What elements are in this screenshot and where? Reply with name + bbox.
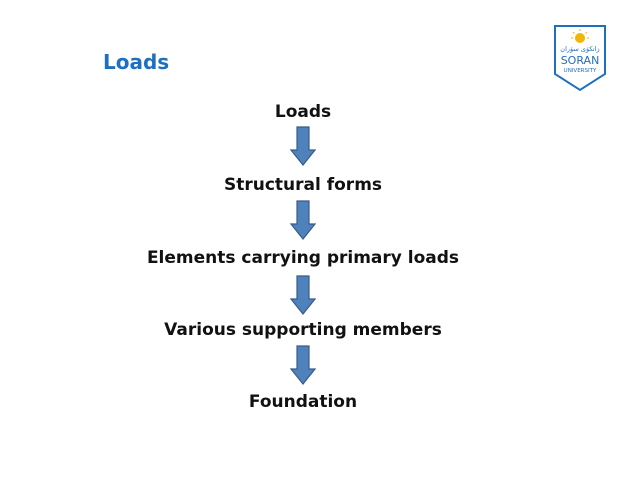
university-logo-icon: زانكۆی سۆران SORAN UNIVERSITY <box>554 25 606 92</box>
flow-step-loads: Loads <box>274 102 332 122</box>
flow-step-supporting-members: Various supporting members <box>164 320 442 340</box>
logo-line-3: UNIVERSITY <box>564 68 597 74</box>
down-arrow-icon <box>290 126 316 166</box>
flow-step-foundation: Foundation <box>248 392 358 412</box>
down-arrow-icon <box>290 275 316 315</box>
logo-line-1: زانكۆی سۆران <box>560 45 599 53</box>
flow-step-elements-primary-loads: Elements carrying primary loads <box>146 248 460 268</box>
flow-step-structural-forms: Structural forms <box>223 175 383 195</box>
slide-title: Loads <box>103 50 170 74</box>
down-arrow-icon <box>290 345 316 385</box>
down-arrow-icon <box>290 200 316 240</box>
logo-line-2: SORAN <box>561 54 600 67</box>
